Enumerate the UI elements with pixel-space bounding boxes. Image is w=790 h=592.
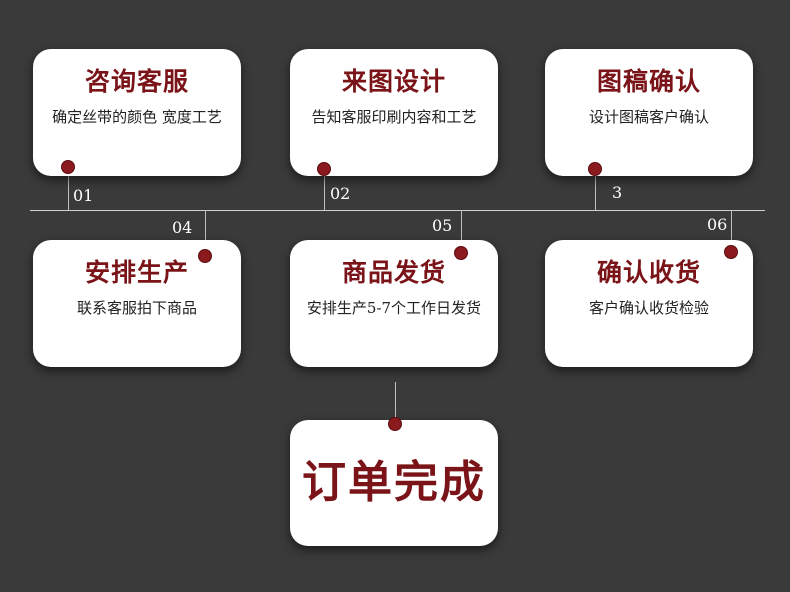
step-title: 咨询客服: [84, 67, 189, 96]
step-description: 确定丝带的颜色 宽度工艺: [52, 108, 222, 126]
step-description: 联系客服拍下商品: [76, 299, 197, 317]
step-title: 确认收货: [596, 258, 701, 287]
final-title: 订单完成: [302, 457, 486, 508]
step-card-3: 图稿确认 设计图稿客户确认: [545, 49, 753, 176]
step-title: 安排生产: [84, 258, 189, 287]
marker-dot: [454, 246, 468, 260]
step-card-6: 确认收货 客户确认收货检验: [545, 240, 753, 367]
connector-line: [205, 210, 206, 256]
connector-line: [461, 210, 462, 252]
connector-line: [324, 170, 325, 210]
connector-line: [595, 170, 596, 210]
marker-dot: [588, 162, 602, 176]
step-title: 图稿确认: [596, 67, 701, 96]
step-number: 05: [432, 216, 453, 235]
marker-dot: [198, 249, 212, 263]
marker-dot: [317, 162, 331, 176]
step-title: 商品发货: [341, 258, 446, 287]
timeline-line: [30, 210, 765, 211]
connector-line: [731, 210, 732, 253]
step-description: 告知客服印刷内容和工艺: [311, 108, 477, 126]
marker-dot: [61, 160, 75, 174]
step-description: 设计图稿客户确认: [588, 108, 709, 126]
step-number: 02: [330, 184, 351, 203]
step-number: 3: [612, 183, 623, 202]
marker-dot: [388, 417, 402, 431]
final-card: 订单完成: [290, 420, 498, 546]
step-card-5: 商品发货 安排生产5-7个工作日发货: [290, 240, 498, 367]
step-title: 来图设计: [341, 67, 446, 96]
step-card-1: 咨询客服 确定丝带的颜色 宽度工艺: [33, 49, 241, 176]
connector-line: [395, 382, 396, 424]
step-number: 04: [172, 218, 193, 237]
step-card-2: 来图设计 告知客服印刷内容和工艺: [290, 49, 498, 176]
step-description: 客户确认收货检验: [588, 299, 709, 317]
step-number: 01: [73, 186, 94, 205]
connector-line: [68, 166, 69, 210]
step-number: 06: [707, 215, 728, 234]
step-description: 安排生产5-7个工作日发货: [306, 299, 482, 317]
marker-dot: [724, 245, 738, 259]
